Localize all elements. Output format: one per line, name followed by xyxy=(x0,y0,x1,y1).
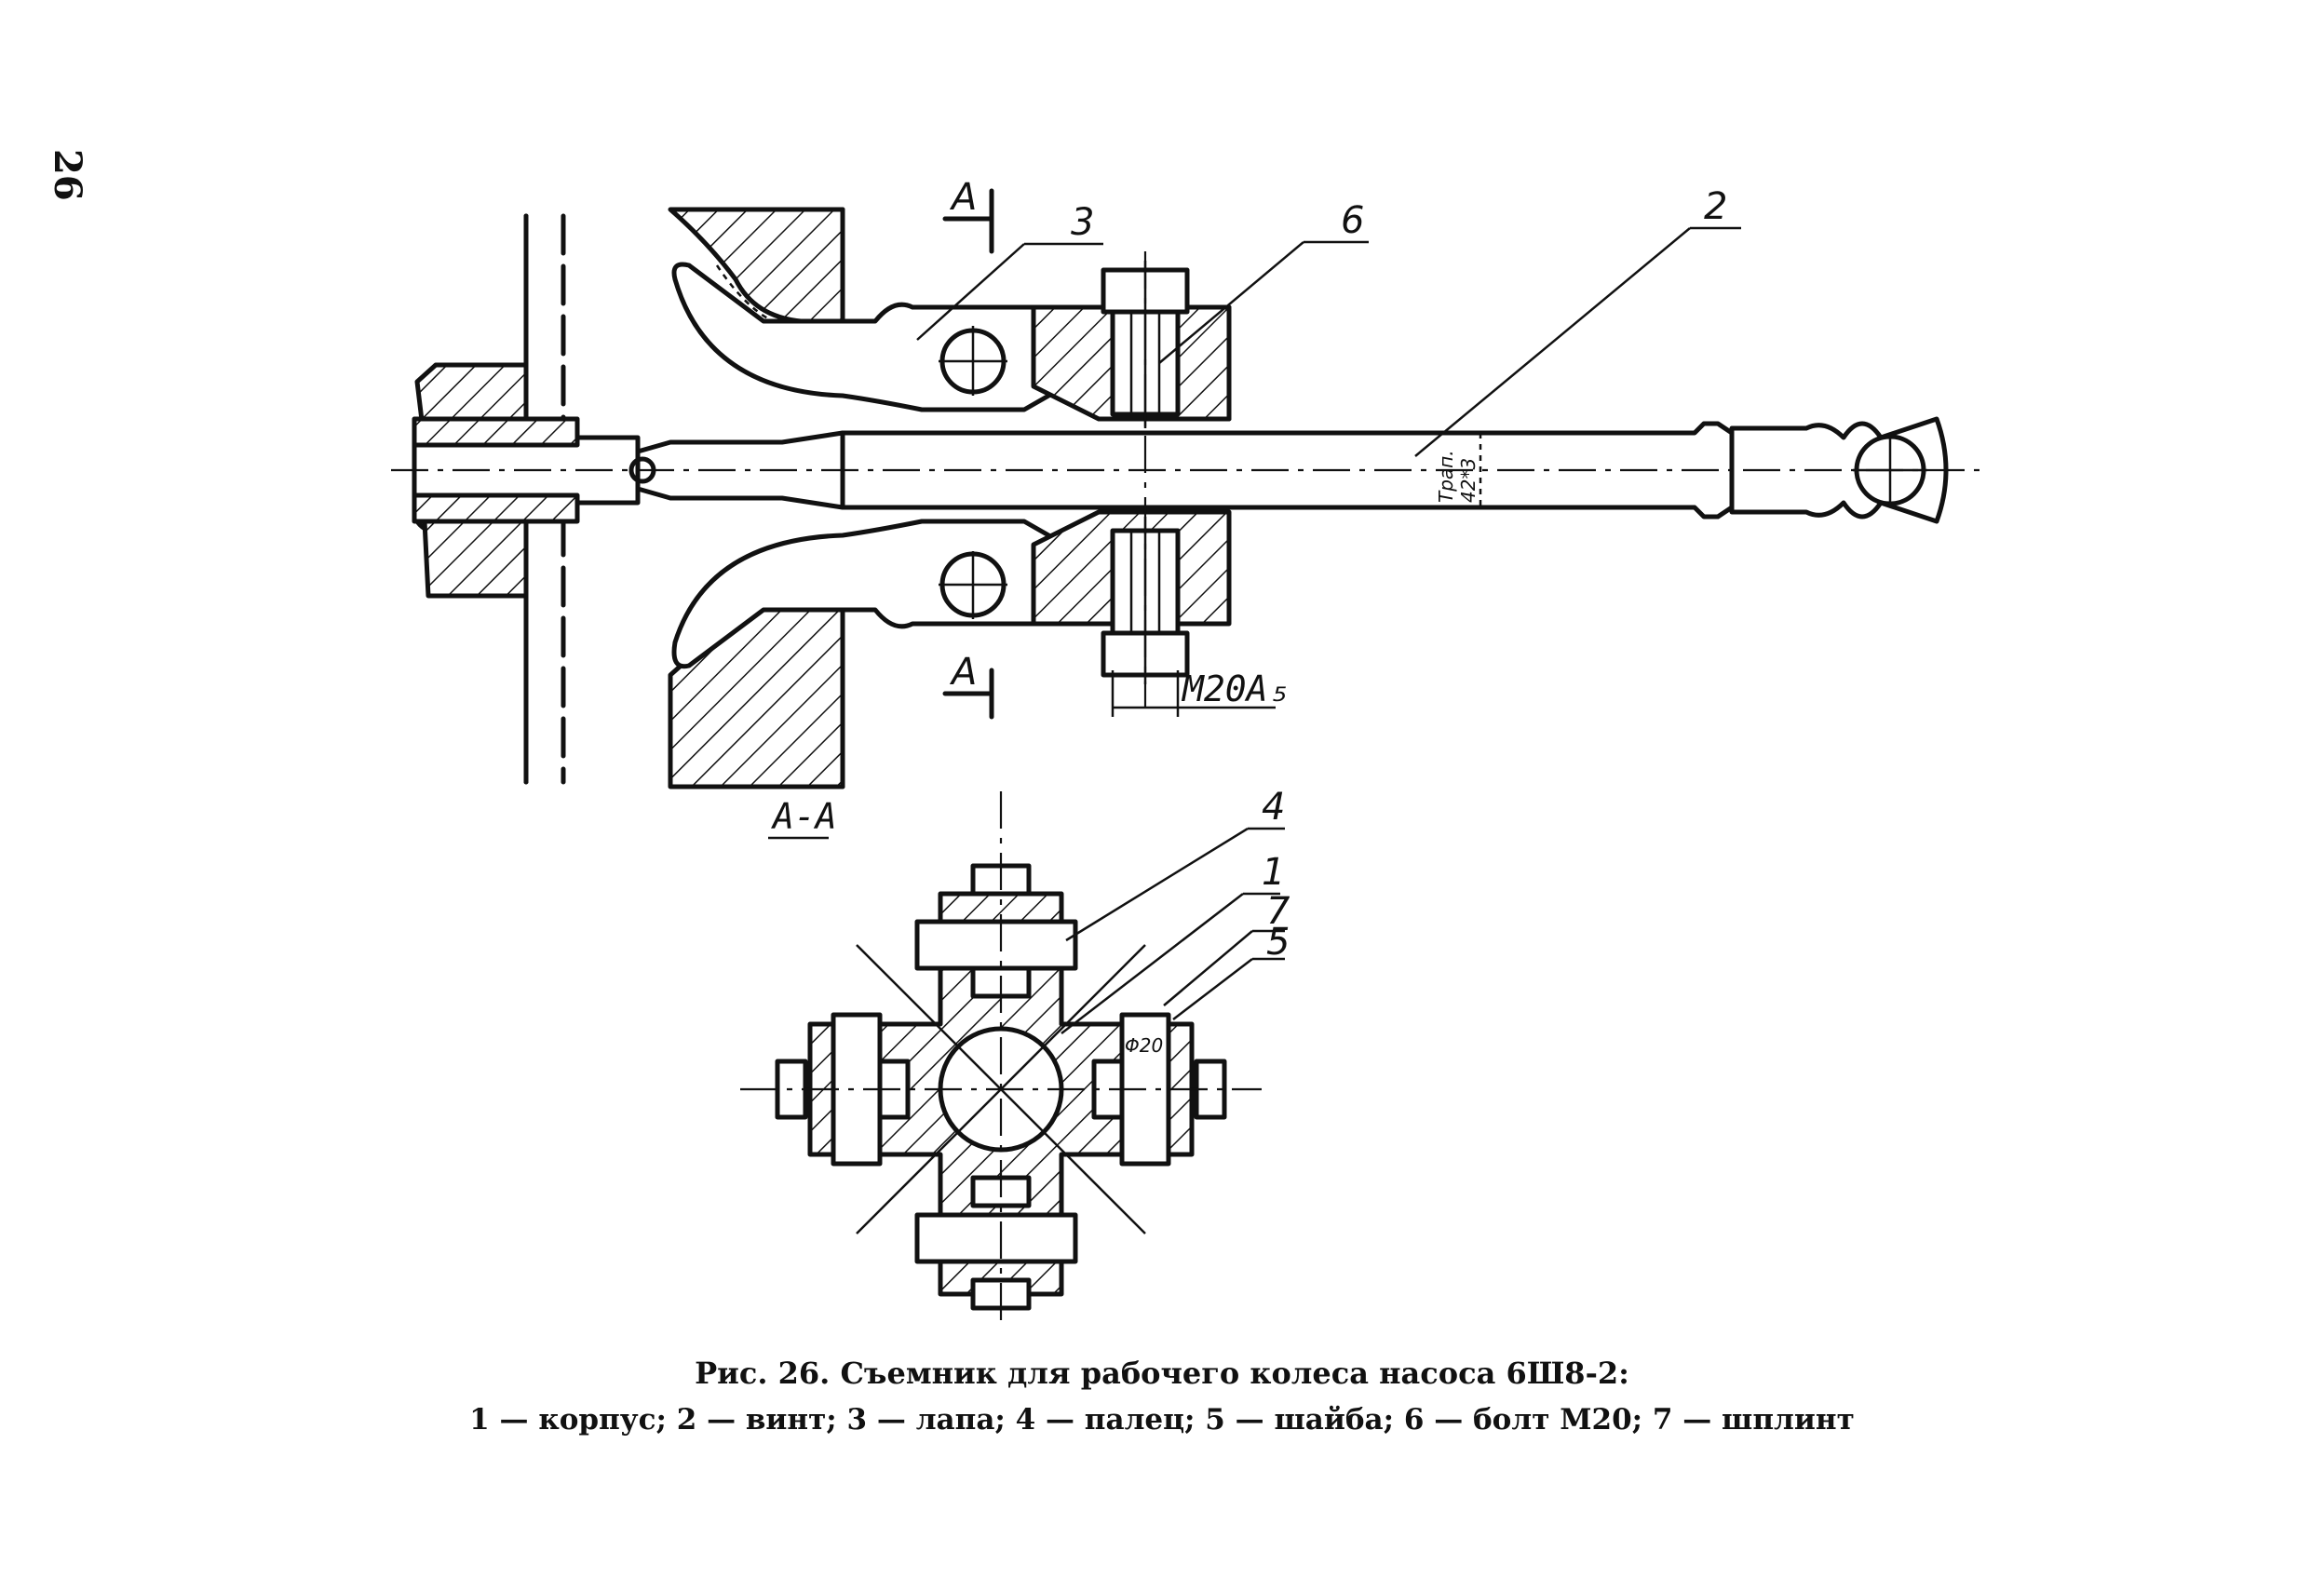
section-title: А-А xyxy=(768,796,837,840)
bolt-dimension: М20А₅ xyxy=(1111,668,1289,717)
label-part-4: 4 xyxy=(1262,786,1285,829)
label-part-5: 5 xyxy=(1266,921,1290,964)
lower-claw xyxy=(671,519,1060,669)
callout-1: 1 xyxy=(1061,851,1285,1034)
pump-housing xyxy=(412,213,641,785)
upper-claw xyxy=(671,262,1060,412)
callout-3: 3 xyxy=(916,201,1103,341)
cross-section: Φ20 4 1 7 xyxy=(740,786,1290,1322)
callout-2: 2 xyxy=(1414,185,1741,457)
callout-5: 5 xyxy=(1172,921,1290,1020)
label-part-3: 3 xyxy=(1071,201,1094,244)
side-view: Трап. 42*3 А А М20А₅ xyxy=(391,176,1983,840)
section-marker-bottom: А xyxy=(942,651,994,720)
caption-title: Рис. 26. Съемник для рабочего колеса нас… xyxy=(695,1356,1629,1391)
section-marker-top: А xyxy=(942,176,994,254)
callout-7: 7 xyxy=(1163,890,1290,1006)
bolt-dimension-label: М20А₅ xyxy=(1181,668,1289,709)
lower-bolt xyxy=(1101,517,1190,684)
figure-caption: Рис. 26. Съемник для рабочего колеса нас… xyxy=(0,1350,2324,1443)
caption-legend: 1 — корпус; 2 — винт; 3 — лапа; 4 — пале… xyxy=(469,1403,1855,1437)
label-part-6: 6 xyxy=(1341,199,1364,242)
section-title-label: А-А xyxy=(771,796,837,837)
thread-annotation: Трап. 42*3 xyxy=(1435,450,1480,503)
section-mark-bottom-label: А xyxy=(949,651,977,694)
thread-text-2: 42*3 xyxy=(1457,458,1480,503)
thread-text-1: Трап. xyxy=(1435,450,1457,503)
pin-diameter-label: Φ20 xyxy=(1125,1034,1163,1057)
callout-4: 4 xyxy=(1065,786,1285,942)
label-part-7: 7 xyxy=(1266,890,1290,933)
label-part-1: 1 xyxy=(1262,851,1285,894)
section-mark-top-label: А xyxy=(949,176,977,219)
callout-6: 6 xyxy=(1158,199,1369,364)
label-part-2: 2 xyxy=(1704,185,1727,228)
